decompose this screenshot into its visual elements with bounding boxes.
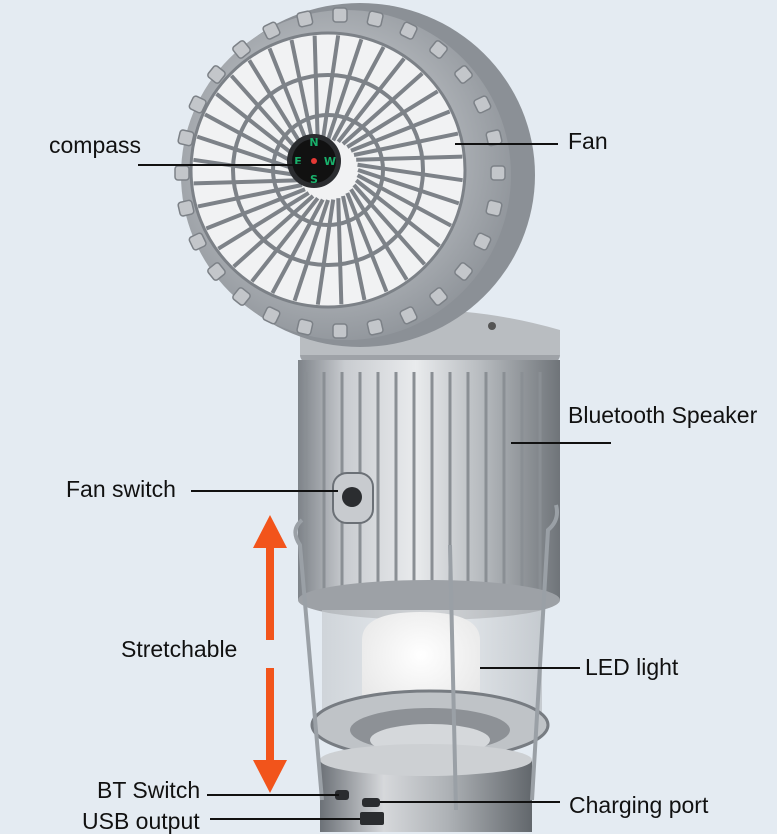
fan-spoke	[320, 35, 341, 141]
fan-ring-tooth	[485, 129, 503, 147]
stretch-arrow-down-icon	[253, 668, 287, 793]
fan-ring-tooth	[262, 21, 281, 40]
bt-switch-label: BT Switch	[97, 777, 201, 803]
charging-port[interactable]	[362, 798, 380, 807]
fan-ring-tooth	[399, 21, 418, 40]
fan-spoke	[346, 89, 439, 149]
fan-ring-tooth	[429, 287, 448, 306]
fan-spoke	[326, 38, 364, 141]
fan	[174, 3, 535, 347]
lantern-base	[320, 744, 532, 832]
stretchable-label: Stretchable	[121, 636, 238, 662]
fan-spoke	[204, 112, 300, 167]
fan-spoke	[215, 92, 302, 162]
compass-letter-e: E	[294, 155, 302, 168]
fan-ring-tooth	[473, 95, 492, 114]
fan-leader	[455, 143, 558, 145]
bt-switch-button[interactable]	[335, 790, 349, 800]
fan-spoke	[356, 154, 463, 162]
fan-ring-tooth	[429, 40, 448, 59]
fan-ring-tooth	[454, 262, 473, 281]
fan-ring-tooth	[177, 199, 195, 217]
fan-ring-tooth	[174, 165, 190, 181]
fan-spoke	[289, 39, 315, 145]
compass-letter-s: S	[310, 173, 318, 186]
fan-ring-tooth	[188, 232, 207, 251]
fan-ring-tooth	[485, 199, 503, 217]
bluetooth-speaker-leader	[511, 442, 611, 444]
fan-ring-tooth	[366, 10, 384, 28]
compass-label: compass	[49, 132, 142, 158]
fan-ring-tooth	[399, 306, 418, 325]
fan-spoke	[197, 183, 303, 209]
fan-spoke	[193, 178, 300, 186]
compass-letter-w: W	[324, 155, 336, 168]
fan-spoke	[250, 196, 320, 283]
fan-ring-tooth	[473, 232, 492, 251]
fan-ring-tooth	[366, 318, 384, 336]
fan-spoke	[247, 59, 307, 152]
charging-port-leader	[380, 801, 560, 803]
fan-spoke	[349, 188, 409, 281]
fan-ring-tooth	[296, 318, 314, 336]
fan-spoke	[205, 187, 306, 231]
fan-label: Fan	[568, 128, 608, 154]
fan-ring-tooth	[490, 165, 506, 181]
fan-ring-tooth	[454, 65, 473, 84]
fan-ring-tooth	[232, 287, 251, 306]
fan-spoke	[312, 35, 320, 142]
fan-spoke	[270, 198, 325, 294]
fan-spoke	[267, 47, 311, 148]
fan-spoke	[356, 173, 452, 228]
fan-spoke	[352, 183, 427, 266]
compass-leader	[138, 164, 314, 166]
fan-ring-tooth	[296, 10, 314, 28]
fan-spoke	[353, 131, 459, 157]
fan-ring-tooth	[332, 7, 348, 23]
fan-spoke	[232, 194, 315, 269]
fan-spoke	[336, 57, 406, 144]
charging-port-label: Charging port	[569, 792, 709, 818]
fan-ring-tooth	[262, 306, 281, 325]
fan-spoke	[357, 168, 460, 206]
usb-output-port[interactable]	[360, 812, 384, 825]
usb-output-label: USB output	[82, 808, 200, 834]
fan-ring-tooth	[207, 262, 226, 281]
fan-switch-button[interactable]	[332, 472, 374, 524]
fan-ring-tooth	[207, 65, 226, 84]
fan-spoke	[345, 192, 389, 293]
bt-switch-leader	[207, 794, 339, 796]
led-light-label: LED light	[585, 654, 679, 680]
fan-spoke	[292, 199, 330, 302]
fan-ring-tooth	[332, 323, 348, 339]
fan-spoke	[331, 46, 386, 142]
usb-output-leader	[210, 818, 360, 820]
fan-ring-tooth	[188, 95, 207, 114]
bluetooth-speaker-label: Bluetooth Speaker	[568, 402, 758, 428]
fan-spoke	[357, 162, 463, 183]
fan-spoke	[350, 109, 451, 153]
fan-spoke	[229, 74, 304, 157]
compass-icon: N S E W	[287, 134, 341, 188]
fan-ring-tooth	[232, 40, 251, 59]
handle-wire	[293, 504, 559, 811]
led-light-leader	[480, 667, 580, 669]
fan-spoke	[193, 157, 299, 178]
fan-spoke	[315, 199, 336, 305]
fan-spoke	[341, 195, 367, 301]
fan-switch-label: Fan switch	[66, 476, 176, 502]
fan-spoke	[217, 191, 310, 251]
fan-spoke	[336, 198, 344, 305]
fan-ring-tooth	[177, 129, 195, 147]
fan-switch-leader	[191, 490, 338, 492]
stretch-arrow-up-icon	[253, 515, 287, 640]
fan-spoke	[341, 71, 424, 146]
compass-letter-n: N	[309, 136, 318, 149]
fan-spoke	[354, 178, 441, 248]
